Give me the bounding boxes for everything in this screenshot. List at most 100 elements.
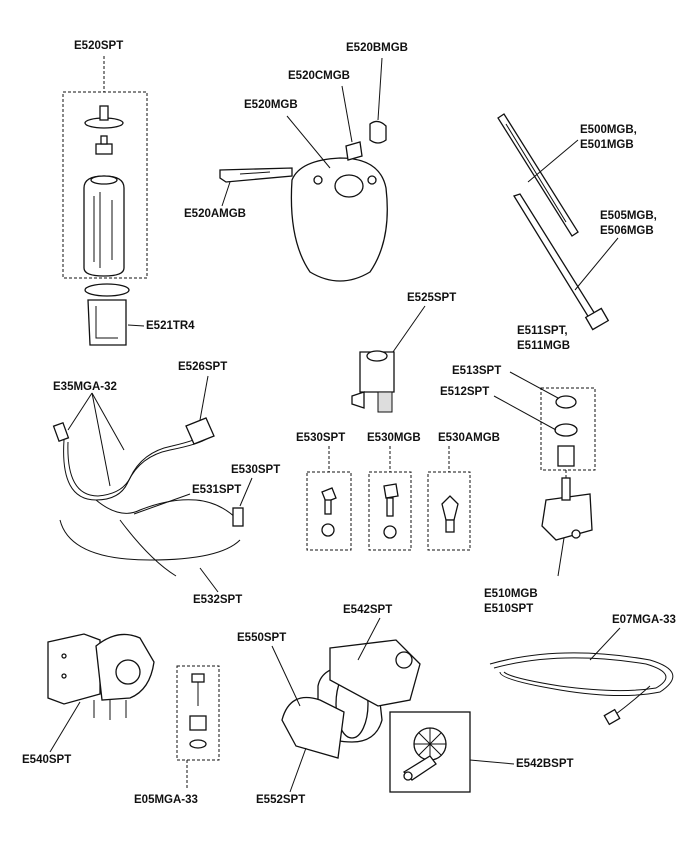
label-e05mga33: E05MGA-33 [134, 794, 198, 806]
wheelbox-shaft [561, 477, 571, 501]
label-e511mgb: E511MGB [517, 340, 571, 352]
cap-spout [99, 105, 109, 121]
lead-e35-1 [67, 392, 93, 431]
label-e520amgb: E520AMGB [184, 208, 246, 220]
label-e530spt-b: E530SPT [296, 432, 346, 444]
tube-c [59, 519, 241, 561]
lead-e530spt-a [239, 477, 253, 507]
jet-3-stem [445, 519, 455, 533]
lead-e512spt [493, 395, 557, 431]
cable-loop-a [489, 652, 674, 697]
label-e521tr4: E521TR4 [146, 320, 195, 332]
label-e532spt: E532SPT [193, 594, 243, 606]
bottle-group-box [62, 91, 148, 279]
jet-2-nut [383, 525, 397, 539]
pump-outlet [351, 391, 365, 409]
lead-e550spt [271, 645, 301, 707]
bottle-neck [90, 175, 118, 185]
wiper-blade-arm [497, 113, 619, 331]
brush-head [191, 673, 205, 683]
brush-block [189, 715, 207, 731]
lead-e35-2 [91, 392, 111, 487]
reservoir-bracket-slot [239, 171, 271, 175]
reservoir-filler [334, 174, 364, 198]
lead-e520amgb [221, 181, 231, 207]
tube-connector-e526 [185, 417, 215, 445]
wheelbox-washer [554, 423, 578, 437]
lead-e510mgb [557, 537, 565, 577]
gear-detail [389, 711, 515, 793]
rack-cable [489, 627, 674, 726]
tube-d [119, 519, 177, 577]
tube-a2 [67, 433, 207, 497]
label-e530spt-a: E530SPT [231, 464, 281, 476]
label-e512spt: E512SPT [440, 386, 490, 398]
pump-base [377, 391, 393, 413]
motor-strap [281, 696, 345, 759]
cap-fitting-tip [100, 135, 108, 145]
label-e510spt: E510SPT [484, 603, 534, 615]
wheelbox-group [493, 371, 596, 577]
wiper-blade [497, 113, 579, 237]
label-e501mgb: E501MGB [580, 139, 634, 151]
jet-3-head [441, 495, 459, 521]
reservoir-cap-b [369, 120, 387, 144]
reservoir-hole-left [313, 175, 323, 185]
tube-jet-right [232, 507, 244, 527]
label-e530mgb: E530MGB [367, 432, 421, 444]
lead-e520cmgb [341, 85, 353, 143]
lead-e520mgb [286, 115, 331, 169]
reservoir-hole-right [367, 175, 377, 185]
label-e07mga33: E07MGA-33 [612, 614, 676, 626]
jet-2-head [383, 483, 399, 499]
label-e552spt: E552SPT [256, 794, 306, 806]
wiper-motor-e540 [47, 633, 155, 753]
wiper-motor-e542 [271, 617, 421, 793]
reservoir-bracket [219, 167, 293, 183]
pump-top [366, 350, 388, 362]
washer-tubing [52, 375, 253, 593]
washer-bottle-assembly [62, 56, 148, 279]
label-e531spt: E531SPT [192, 484, 242, 496]
jet-1-stem [324, 499, 332, 515]
cable-loop-b [493, 657, 667, 692]
label-e540spt: E540SPT [22, 754, 72, 766]
label-e520bmgb: E520BMGB [346, 42, 408, 54]
bracket-plate [87, 299, 127, 346]
gear-frame [389, 711, 471, 793]
lead-e532spt [199, 567, 219, 593]
label-e506mgb: E506MGB [600, 225, 654, 237]
cap-fitting [95, 143, 113, 155]
bracket-ring [84, 283, 130, 297]
motor-gearbox-pin1 [61, 653, 67, 659]
bottle-shading [93, 192, 113, 268]
jet-1-nut [321, 523, 335, 537]
tube-jet-left [52, 421, 70, 443]
wheelbox-body [541, 493, 593, 541]
cable-tail [615, 685, 651, 715]
washer-bottle [83, 175, 125, 277]
label-e550spt: E550SPT [237, 632, 287, 644]
lead-e521tr4 [127, 324, 145, 327]
motor-gearbox-pin2 [61, 673, 67, 679]
lead-e07mga33 [589, 627, 621, 661]
motor-gearbox [47, 633, 101, 705]
lead-e540spt [49, 701, 81, 753]
wiper-arm-head [584, 307, 610, 331]
brush-group [176, 665, 220, 790]
label-e520spt: E520SPT [74, 40, 124, 52]
label-e542spt: E542SPT [343, 604, 393, 616]
bottle-bracket [84, 283, 145, 346]
lead-e500mgb [527, 139, 579, 183]
tube-a [63, 437, 209, 501]
lead-e552spt [289, 747, 307, 793]
lead-e505mgb [574, 237, 619, 291]
lead-e513spt [509, 371, 559, 399]
label-e530amgb: E530AMGB [438, 432, 500, 444]
label-e511spt: E511SPT, [517, 325, 568, 337]
lead-e542spt [357, 617, 381, 661]
lead-e526spt [199, 375, 209, 421]
gear-crank-pin [403, 771, 413, 781]
